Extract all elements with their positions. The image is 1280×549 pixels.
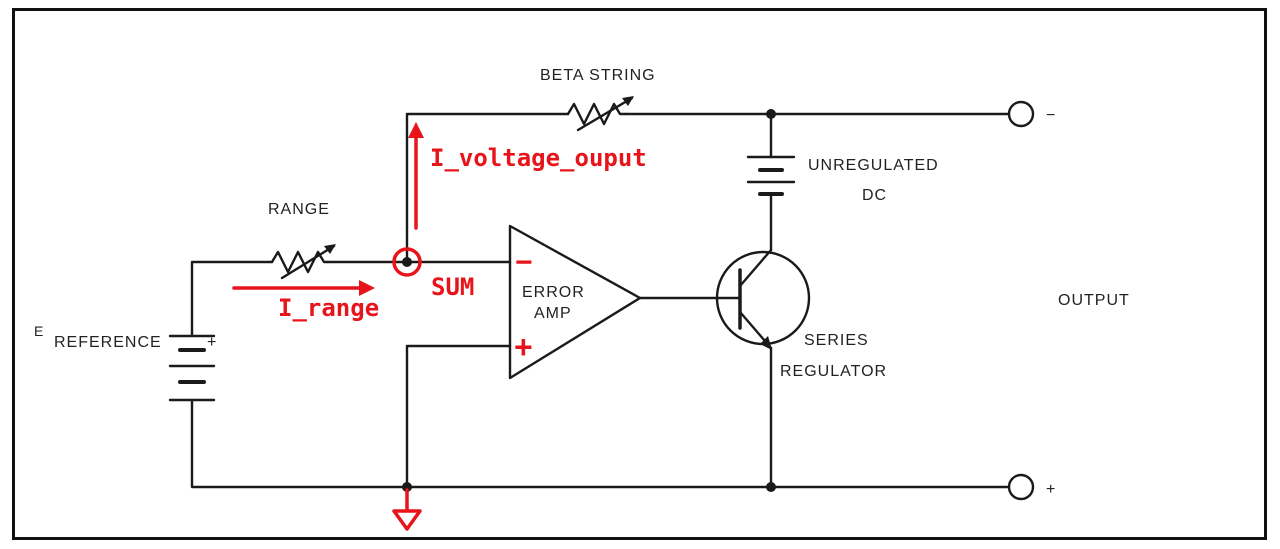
sum-annotation: SUM [431, 273, 474, 301]
junction-sum [402, 257, 412, 267]
error-amp-triangle [508, 224, 642, 380]
wire-reference-to-range [190, 260, 274, 338]
wire-amp-plus-to-ground [405, 344, 512, 489]
output-minus-label: − [1046, 107, 1056, 124]
range-label: RANGE [268, 201, 330, 218]
sum-node-circle [392, 247, 422, 277]
series-label: SERIES [804, 332, 869, 349]
beta-string-resistor [566, 96, 634, 132]
i-range-arrowhead [359, 280, 375, 296]
amp-minus-sign: − [515, 246, 533, 279]
junction-top [766, 109, 776, 119]
output-terminal-minus [1007, 100, 1035, 128]
output-terminal-plus [1007, 473, 1035, 501]
reference-plus-label: + [207, 334, 217, 351]
output-label: OUTPUT [1058, 292, 1130, 309]
wire-reference-to-bottom [190, 398, 1011, 489]
unregulated-label: UNREGULATED [808, 157, 939, 174]
series-regulator-transistor [715, 248, 811, 350]
junction-bottom [766, 482, 776, 492]
i-voltage-output-annotation: I_voltage_ouput [430, 144, 647, 172]
reference-label: REFERENCE [54, 334, 162, 351]
error-label: ERROR [522, 284, 585, 301]
i-voltage-arrowhead [408, 122, 424, 138]
range-resistor [270, 244, 336, 280]
reference-battery [168, 334, 216, 402]
junction-dots [402, 109, 776, 492]
diagram-frame [12, 8, 1267, 540]
wire-sum-to-top [405, 112, 570, 264]
ground-symbol [392, 509, 422, 531]
regulator-label: REGULATOR [780, 363, 887, 380]
junction-ground [402, 482, 412, 492]
amp-label: AMP [534, 305, 572, 322]
wires [190, 112, 1011, 489]
i-range-annotation: I_range [278, 294, 379, 322]
output-plus-label: + [1046, 481, 1056, 498]
amp-plus-sign: + [514, 329, 533, 365]
e-symbol-label: E [34, 323, 44, 339]
beta-string-label: BETA STRING [540, 67, 656, 84]
dc-label: DC [862, 187, 887, 204]
unregulated-dc-battery [746, 155, 796, 196]
annotation-overlays [232, 122, 424, 531]
